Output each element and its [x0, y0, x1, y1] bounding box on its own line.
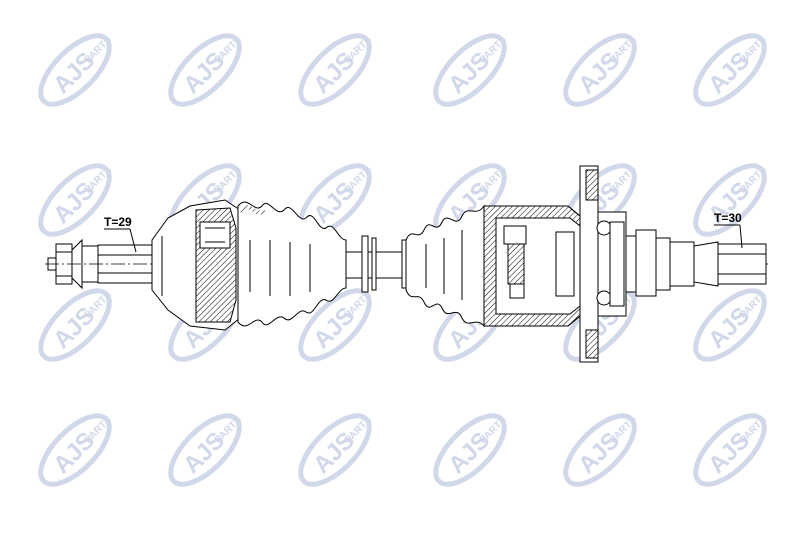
right-spline-label-group: T=30: [714, 211, 743, 249]
left-spline-label-group: T=29: [104, 215, 137, 253]
outer-boot: [237, 201, 347, 327]
inner-boot: [405, 204, 485, 328]
flange-plate: [579, 165, 627, 363]
left-spline-label: T=29: [104, 215, 132, 229]
shaft: [345, 235, 415, 293]
outer-cv-joint: [151, 199, 241, 331]
inner-joint-housing: [483, 205, 581, 327]
right-spline-end: [625, 229, 767, 297]
right-spline-label: T=30: [714, 211, 742, 225]
